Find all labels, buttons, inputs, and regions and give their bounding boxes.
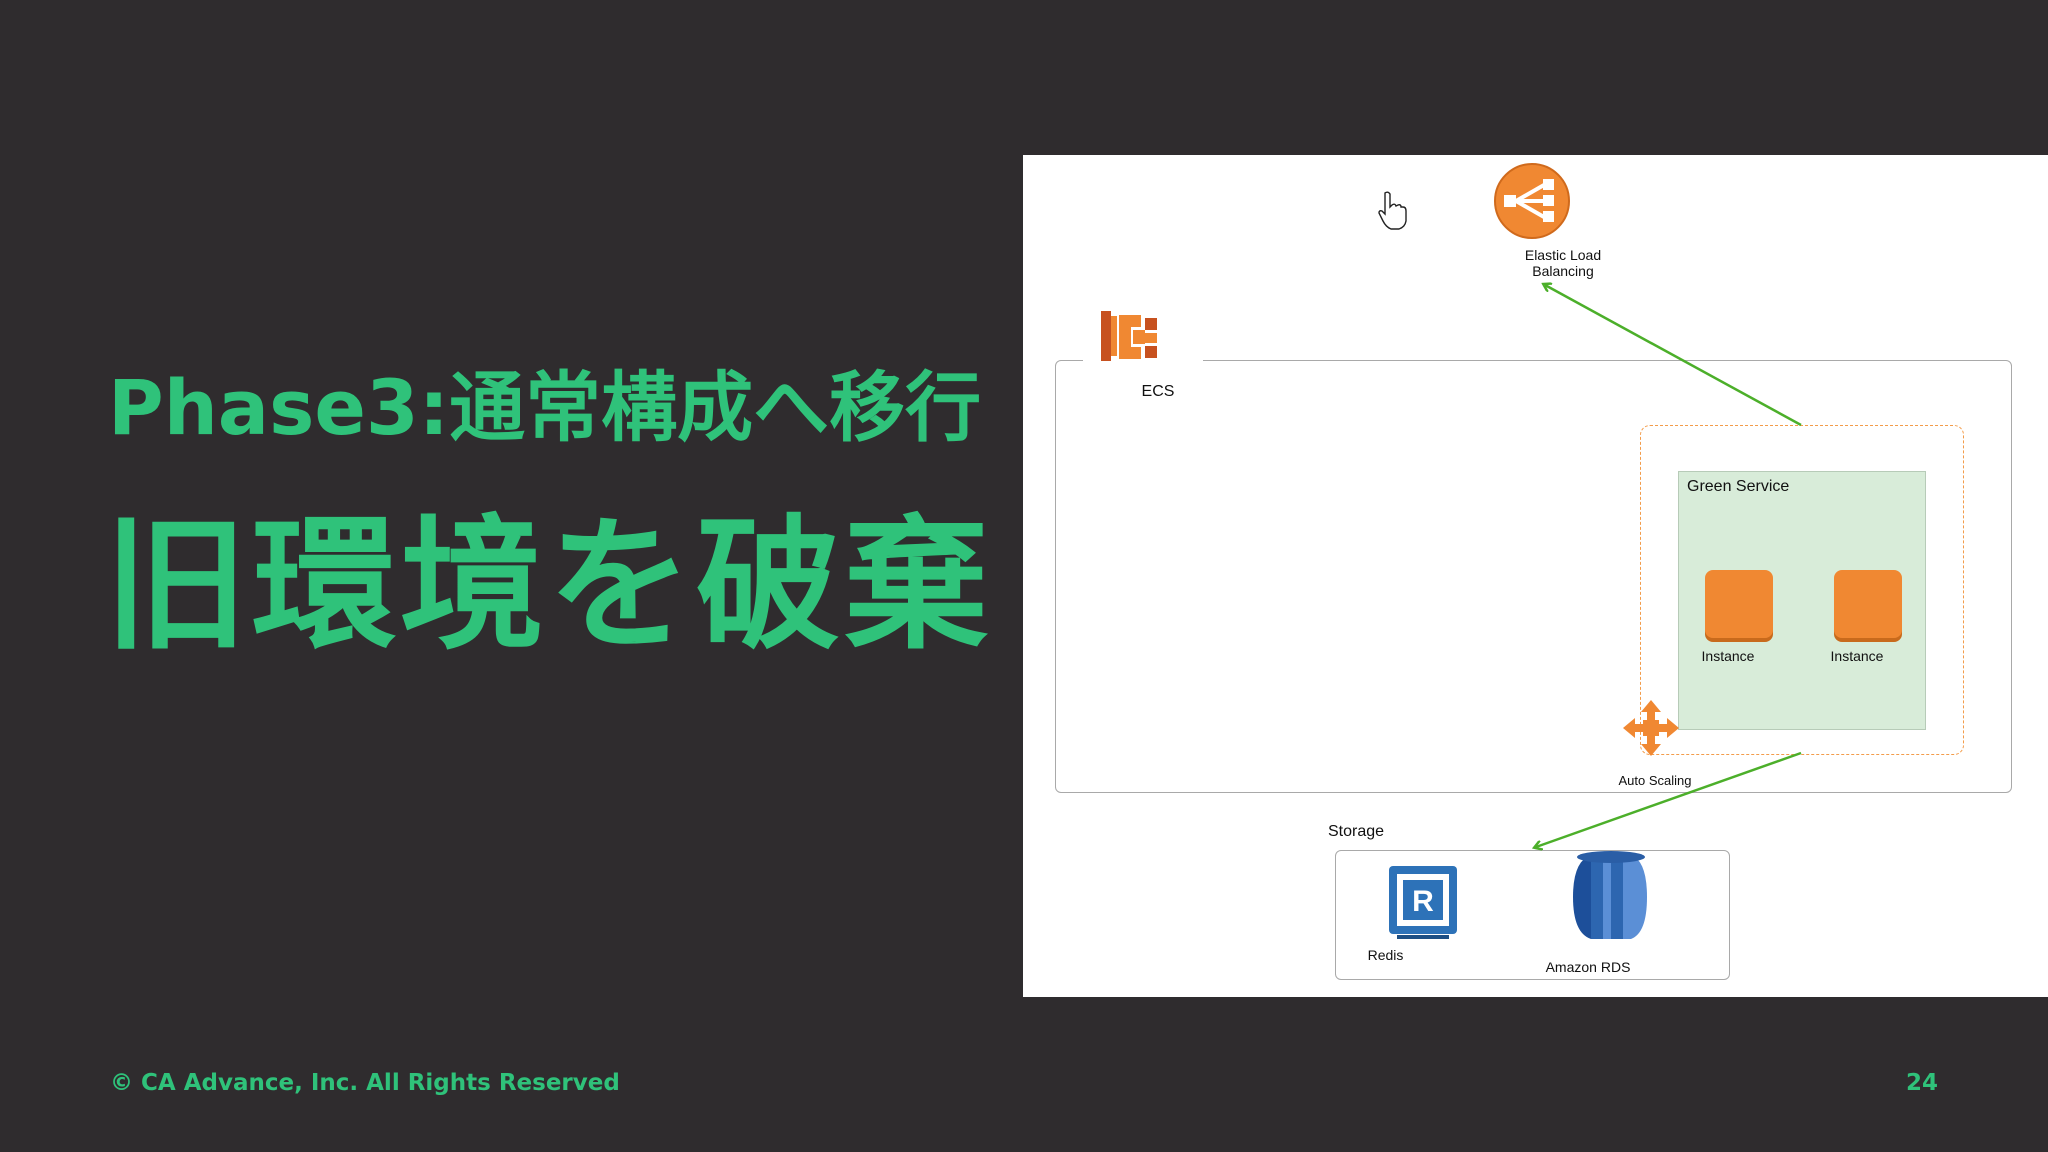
auto-scaling-label: Auto Scaling [1618, 773, 1692, 788]
svg-text:R: R [1412, 885, 1434, 918]
ecs-label: ECS [1141, 383, 1175, 400]
copyright-footer: © CA Advance, Inc. All Rights Reserved [110, 1070, 620, 1096]
slide-title: 旧環境を破棄 [104, 501, 993, 669]
auto-scaling-group-box [1640, 425, 1964, 755]
instance-1 [1705, 570, 1773, 638]
ecs-cluster-box [1055, 360, 2012, 793]
hand-pointer-cursor-icon [1378, 191, 1407, 230]
amazon-rds-icon [1573, 851, 1647, 939]
instance-label-1: Instance [1701, 648, 1755, 664]
green-service-label: Green Service [1687, 478, 1790, 495]
ecs-icon [1101, 311, 1157, 361]
redis-icon: R [1389, 866, 1457, 939]
amazon-rds-label: Amazon RDS [1545, 959, 1631, 975]
architecture-diagram: Elastic Load Balancing ECS Green Service… [1023, 155, 2048, 997]
instance-2 [1834, 570, 1902, 638]
diagram-graphics: R [1101, 163, 1802, 939]
storage-label: Storage [1328, 823, 1385, 840]
page-number: 24 [1906, 1070, 1939, 1096]
instance-label-2: Instance [1830, 648, 1884, 664]
arrow-service-to-storage [1536, 751, 1802, 847]
slide-subtitle: Phase3:通常構成へ移行 [108, 363, 982, 452]
elb-label-line1: Elastic Load [1524, 247, 1602, 263]
arrow-service-to-elb [1545, 285, 1802, 427]
auto-scaling-icon [1623, 700, 1679, 756]
elb-label-line2: Balancing [1532, 263, 1594, 279]
elastic-load-balancing-icon [1494, 163, 1570, 239]
redis-label: Redis [1367, 947, 1404, 963]
